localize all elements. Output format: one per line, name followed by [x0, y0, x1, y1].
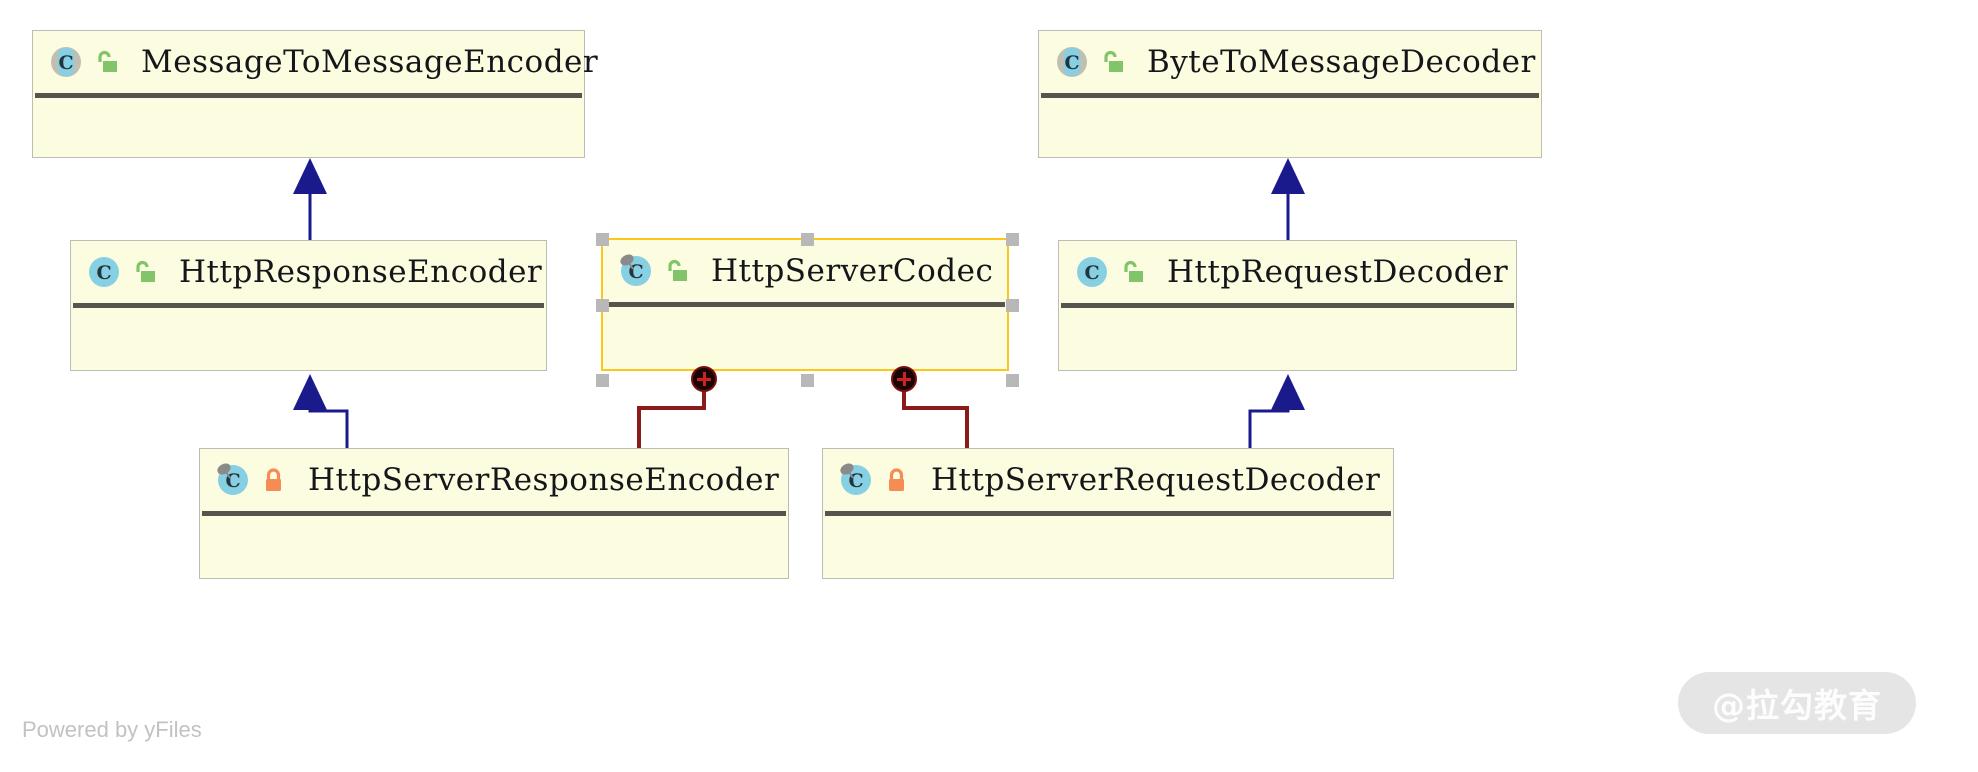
resize-handle-0[interactable]: [596, 233, 609, 246]
uml-class-name: HttpServerCodec: [711, 253, 994, 289]
uml-class-header: C ByteToMessageDecoder: [1039, 31, 1541, 93]
uml-class-members: [1039, 98, 1541, 152]
class-icon: C: [214, 461, 252, 499]
unlocked-padlock-icon: [1101, 49, 1125, 75]
resize-handle-6[interactable]: [801, 374, 814, 387]
uml-class-members: [200, 516, 788, 570]
uml-class-divider: [825, 511, 1391, 516]
resize-handle-7[interactable]: [1006, 374, 1019, 387]
uml-class-divider: [35, 93, 582, 98]
yfiles-credit: Powered by yFiles: [22, 717, 202, 742]
uml-class-header: C HttpRequestDecoder: [1059, 241, 1516, 303]
uml-class-divider: [605, 302, 1005, 307]
unlocked-padlock-icon: [95, 49, 119, 75]
uml-class-name: ByteToMessageDecoder: [1147, 44, 1536, 80]
uml-class-members: [603, 307, 1007, 361]
port-to-request-decoder[interactable]: [891, 366, 917, 392]
uml-class-name: HttpResponseEncoder: [179, 254, 543, 290]
resize-handle-5[interactable]: [596, 374, 609, 387]
resize-handle-3[interactable]: [596, 299, 609, 312]
uml-class-http-server-request-decoder[interactable]: C HttpServerRequestDecoder: [822, 448, 1394, 579]
edge-http-response-encoder-extends-message-to-message-encoder: [293, 158, 327, 240]
edge-http-server-request-decoder-extends-http-request-decoder: [1248, 374, 1305, 448]
abstract-class-icon: C: [1053, 43, 1091, 81]
class-icon: C: [617, 252, 655, 290]
uml-class-name: MessageToMessageEncoder: [141, 44, 599, 80]
uml-class-divider: [202, 511, 786, 516]
uml-class-name: HttpServerRequestDecoder: [931, 462, 1381, 498]
uml-class-http-server-codec[interactable]: C HttpServerCodec: [601, 238, 1009, 371]
unlocked-padlock-icon: [133, 259, 157, 285]
unlocked-padlock-icon: [665, 258, 689, 284]
uml-class-http-request-decoder[interactable]: C HttpRequestDecoder: [1058, 240, 1517, 371]
locked-padlock-icon: [885, 467, 909, 493]
class-icon: C: [85, 253, 123, 291]
uml-class-divider: [1061, 303, 1514, 308]
class-icon: C: [837, 461, 875, 499]
edge-http-server-codec-uses-http-server-response-encoder: [637, 382, 706, 448]
uml-class-http-response-encoder[interactable]: C HttpResponseEncoder: [70, 240, 547, 371]
unlocked-padlock-icon: [1121, 259, 1145, 285]
uml-class-members: [823, 516, 1393, 570]
uml-class-header: C MessageToMessageEncoder: [33, 31, 598, 93]
edge-http-server-codec-uses-http-server-request-decoder: [902, 382, 969, 448]
locked-padlock-icon: [262, 467, 286, 493]
uml-class-name: HttpServerResponseEncoder: [308, 462, 780, 498]
svg-text:C: C: [96, 262, 111, 284]
uml-class-name: HttpRequestDecoder: [1167, 254, 1509, 290]
svg-text:C: C: [1064, 52, 1079, 74]
uml-class-message-to-message-encoder[interactable]: C MessageToMessageEncoder: [32, 30, 598, 158]
uml-class-header: C HttpResponseEncoder: [71, 241, 546, 303]
resize-handle-1[interactable]: [801, 233, 814, 246]
svg-text:C: C: [58, 52, 73, 74]
uml-class-header: C HttpServerResponseEncoder: [200, 449, 788, 511]
edge-http-request-decoder-extends-byte-to-message-decoder: [1271, 158, 1305, 240]
class-icon: C: [1073, 253, 1111, 291]
resize-handle-4[interactable]: [1006, 299, 1019, 312]
uml-class-divider: [73, 303, 544, 308]
svg-text:C: C: [1084, 262, 1099, 284]
uml-class-byte-to-message-decoder[interactable]: C ByteToMessageDecoder: [1038, 30, 1542, 158]
edge-http-server-response-encoder-extends-http-response-encoder: [293, 374, 349, 448]
uml-class-header: C HttpServerRequestDecoder: [823, 449, 1393, 511]
uml-class-http-server-response-encoder[interactable]: C HttpServerResponseEncoder: [199, 448, 789, 579]
port-to-response-encoder[interactable]: [691, 366, 717, 392]
uml-class-members: [71, 308, 546, 362]
uml-class-members: [1059, 308, 1516, 362]
watermark-badge: @拉勾教育: [1678, 672, 1916, 734]
uml-class-members: [33, 98, 584, 152]
uml-class-header: C HttpServerCodec: [603, 240, 1007, 302]
resize-handle-2[interactable]: [1006, 233, 1019, 246]
watermark-text: @拉勾教育: [1712, 686, 1882, 725]
abstract-class-icon: C: [47, 43, 85, 81]
uml-class-divider: [1041, 93, 1539, 98]
